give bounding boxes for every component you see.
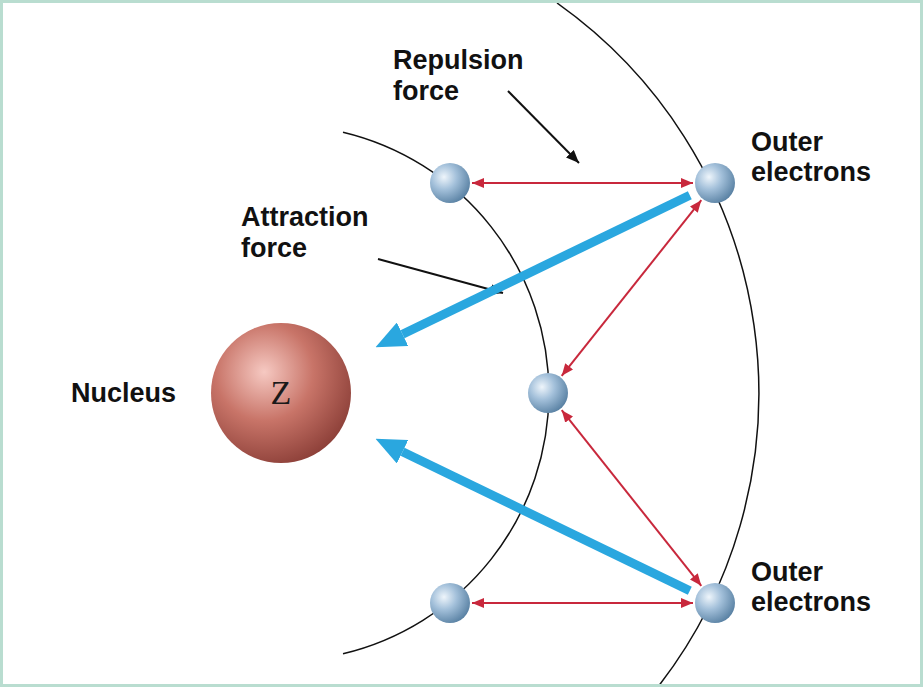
electron-sphere — [695, 163, 735, 203]
force-label: Repulsion force — [393, 45, 543, 107]
electron-label: Outer electrons — [751, 127, 901, 187]
electron-circle — [695, 583, 735, 623]
electron-sphere — [695, 583, 735, 623]
nucleus-label: Nucleus — [71, 378, 206, 408]
repulsion-arrow — [472, 602, 693, 604]
inner-electron — [528, 373, 568, 413]
repulsion-arrow — [472, 182, 693, 184]
electron-circle — [695, 163, 735, 203]
inner-electron — [430, 163, 470, 203]
attraction-arrow — [403, 195, 690, 334]
inner-electron — [430, 583, 470, 623]
leader-arrow — [508, 91, 579, 163]
node-layer: Outer electronsNucleusZOuter electrons — [3, 3, 923, 687]
attraction-arrow — [403, 452, 690, 591]
label-layer: Repulsion forceAttraction force — [3, 3, 923, 687]
electron-node: Outer electrons — [695, 163, 735, 203]
inner-shell — [343, 132, 549, 653]
nucleus-circle — [211, 323, 351, 463]
electron-label: Outer electrons — [751, 557, 901, 617]
electron-node: Outer electrons — [695, 583, 735, 623]
leader-arrow — [378, 259, 503, 293]
outer-shell — [557, 3, 759, 687]
force-label: Attraction force — [241, 202, 391, 264]
nucleus-node: NucleusZ — [211, 323, 351, 463]
charge-symbol: Z — [271, 375, 292, 411]
